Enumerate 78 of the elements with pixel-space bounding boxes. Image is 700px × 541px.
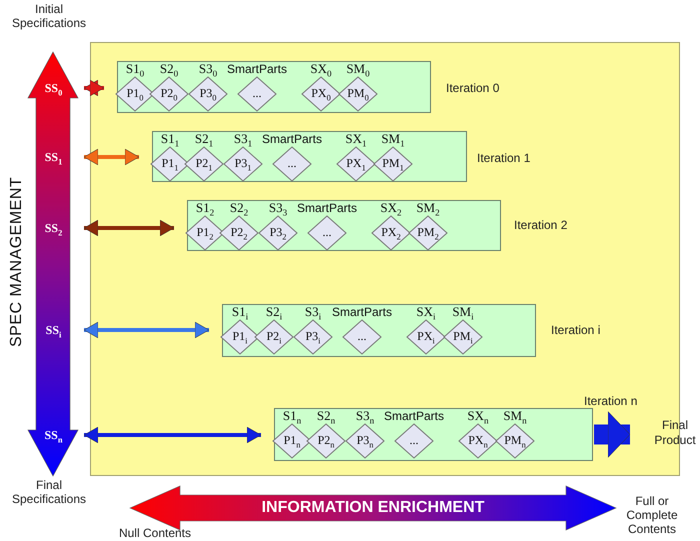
part-heading: SX$_{2}$: [379, 201, 403, 215]
part-heading: S2$_{0}$: [158, 62, 180, 76]
part-heading: S2$_{2}$: [228, 201, 250, 215]
part-heading: SmartParts: [330, 305, 393, 319]
part-heading: SmartParts: [226, 62, 288, 76]
arrow: [84, 148, 140, 166]
part-heading: S2$_{i}$: [264, 305, 284, 319]
part-heading: S1$_{i}$: [230, 305, 250, 319]
part-label: P3$_{0}$: [198, 86, 218, 100]
iteration-label: Iteration 0: [446, 81, 500, 95]
iteration-label: Iteration 2: [514, 218, 568, 232]
stage-label: SS$_{n}$: [37, 426, 70, 444]
part-heading: S1$_{n}$: [282, 409, 302, 423]
part-label: P2$_{1}$: [194, 156, 214, 170]
part-label: P1$_{2}$: [196, 225, 214, 239]
part-heading: SmartParts: [382, 409, 445, 423]
stage-label: SS$_{1}$: [37, 148, 70, 166]
part-label: P2$_{2}$: [230, 225, 248, 239]
part-label: P2$_{n}$: [316, 433, 336, 447]
part-label: PX$_{2}$: [380, 225, 402, 239]
part-label: ...: [286, 156, 298, 170]
part-label: PX$_{1}$: [345, 156, 367, 170]
output-label: Final Product: [651, 418, 699, 450]
axis-title: SPEC MANAGEMENT: [8, 176, 26, 350]
stage-label: SS$_{2}$: [37, 219, 70, 237]
part-heading: S2$_{1}$: [194, 132, 214, 146]
iteration-label: Iteration i: [551, 323, 600, 337]
part-label: P2$_{0}$: [160, 86, 178, 100]
part-heading: SX$_{n}$: [466, 409, 490, 423]
arrow-title: INFORMATION ENRICHMENT: [260, 498, 486, 518]
part-label: PM$_{1}$: [381, 156, 405, 170]
part-heading: SM$_{1}$: [380, 132, 406, 146]
arrow: [84, 80, 104, 96]
part-label: PM$_{0}$: [346, 86, 370, 100]
part-heading: SX$_{1}$: [344, 132, 368, 146]
part-heading: SM$_{0}$: [345, 62, 371, 76]
arrow: [84, 220, 174, 236]
stage-label: SS$_{0}$: [37, 79, 70, 97]
part-label: P1$_{0}$: [126, 86, 144, 100]
iteration-label: Iteration n: [584, 394, 638, 408]
note-label: Final Specifications: [10, 478, 88, 506]
part-heading: S2$_{n}$: [316, 409, 336, 423]
part-label: PX$_{i}$: [416, 329, 436, 343]
part-heading: SmartParts: [260, 132, 323, 146]
part-label: PM$_{2}$: [416, 225, 440, 239]
part-heading: SX$_{i}$: [415, 305, 437, 319]
arrow: [84, 426, 262, 444]
part-label: P3$_{n}$: [356, 433, 374, 447]
note-label: Initial Specifications: [10, 2, 88, 30]
part-label: P3$_{1}$: [234, 156, 252, 170]
part-heading: SM$_{i}$: [451, 305, 475, 319]
part-label: P1$_{n}$: [282, 433, 302, 447]
part-label: PM$_{n}$: [503, 433, 527, 447]
iteration-label: Iteration 1: [477, 151, 530, 165]
part-label: PX$_{n}$: [467, 433, 489, 447]
part-label: ...: [408, 433, 420, 447]
stage-label: SS$_{i}$: [37, 321, 70, 339]
arrow: [84, 322, 210, 338]
part-label: PX$_{0}$: [310, 86, 332, 100]
arrow: [594, 411, 630, 458]
part-heading: S1$_{1}$: [160, 132, 180, 146]
part-label: ...: [322, 225, 332, 239]
part-label: P3$_{2}$: [268, 225, 288, 239]
part-heading: SX$_{0}$: [309, 62, 333, 76]
part-heading: SM$_{2}$: [415, 201, 441, 215]
note-label: Full or Complete Contents: [625, 494, 679, 536]
part-heading: SmartParts: [296, 201, 358, 215]
note-label: Null Contents: [118, 526, 192, 540]
part-heading: S1$_{2}$: [194, 201, 216, 215]
part-label: P1$_{1}$: [160, 156, 180, 170]
part-label: P1$_{i}$: [231, 329, 248, 343]
part-label: PM$_{i}$: [452, 329, 474, 343]
part-label: ...: [252, 86, 262, 100]
part-label: P3$_{i}$: [304, 329, 322, 343]
part-label: ...: [356, 329, 368, 343]
part-heading: SM$_{n}$: [502, 409, 528, 423]
part-label: P2$_{i}$: [265, 329, 282, 343]
part-heading: S1$_{0}$: [124, 62, 146, 76]
